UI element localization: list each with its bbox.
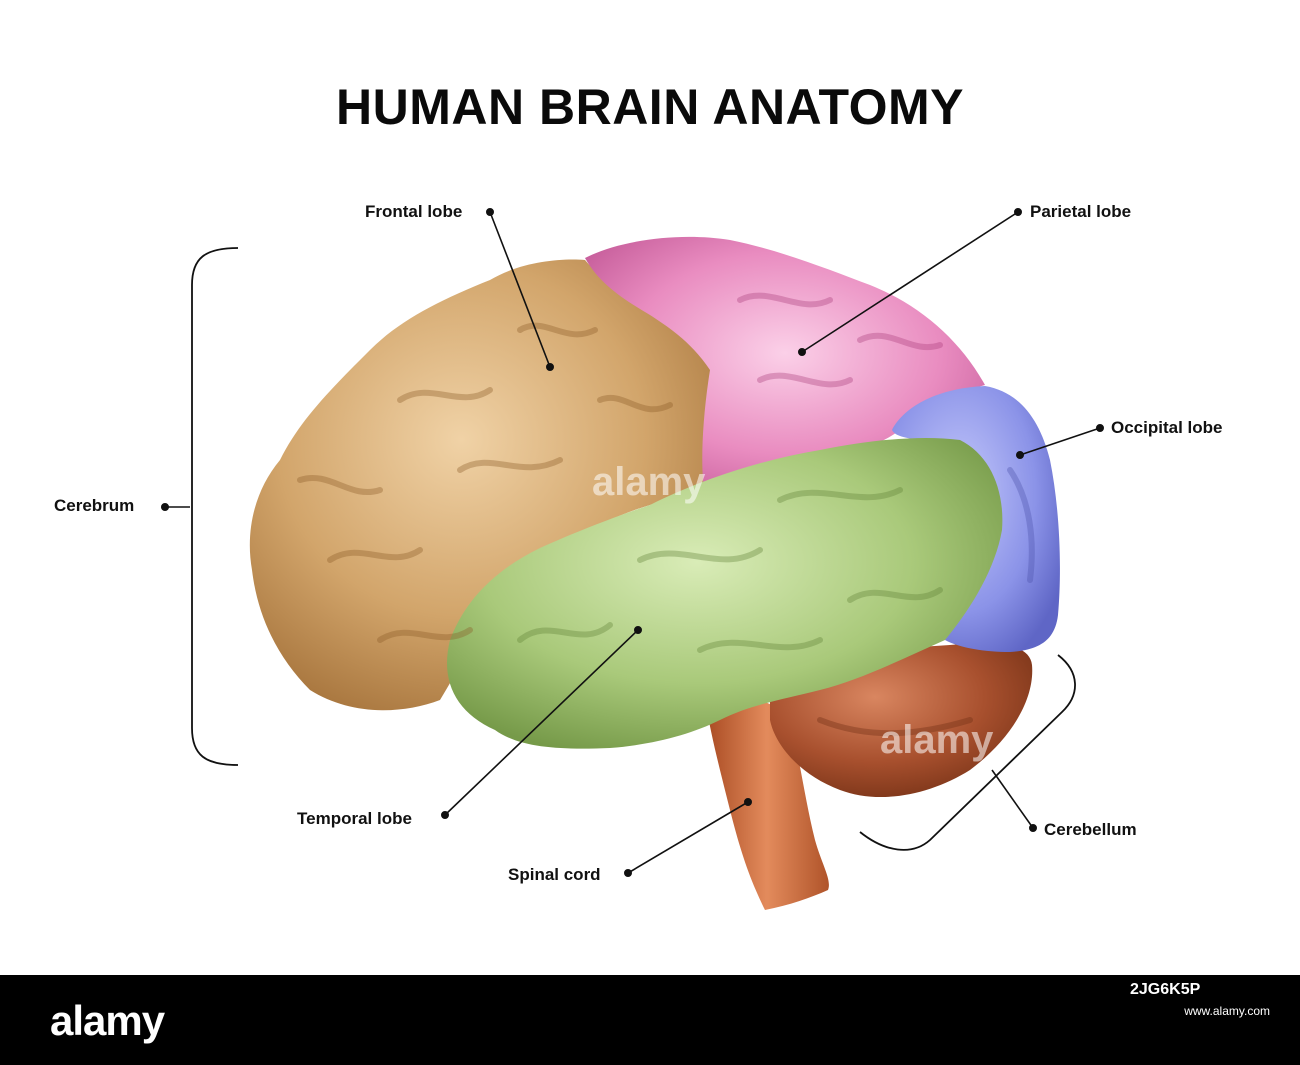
label-occipital-lobe: Occipital lobe bbox=[1111, 418, 1223, 437]
stock-info: www.alamy.com bbox=[1184, 1004, 1270, 1018]
frontal-lobe-shape bbox=[249, 259, 721, 711]
label-temporal-lobe: Temporal lobe bbox=[297, 809, 412, 828]
alamy-logo: alamy bbox=[50, 997, 165, 1044]
stock-image-id: 2JG6K5P bbox=[1130, 981, 1201, 998]
parietal-lobe-shape bbox=[585, 236, 985, 495]
watermark-right: alamy bbox=[880, 718, 994, 762]
stock-footer: alamy 2JG6K5P www.alamy.com bbox=[0, 975, 1300, 1065]
leader-lines bbox=[161, 208, 1105, 877]
cerebellum-bracket bbox=[859, 654, 1076, 851]
watermark-center: alamy bbox=[592, 460, 706, 504]
page-title: HUMAN BRAIN ANATOMY bbox=[336, 79, 964, 135]
label-cerebellum: Cerebellum bbox=[1044, 820, 1137, 839]
cerebrum-bracket bbox=[191, 247, 239, 766]
brain-diagram bbox=[161, 208, 1105, 910]
temporal-lobe-shape bbox=[447, 438, 1003, 749]
label-cerebrum: Cerebrum bbox=[54, 496, 135, 515]
label-parietal-lobe: Parietal lobe bbox=[1030, 202, 1132, 221]
label-spinal-cord: Spinal cord bbox=[508, 865, 601, 884]
gyri-texture bbox=[297, 292, 1035, 737]
spinal-cord-shape bbox=[705, 696, 829, 910]
label-frontal-lobe: Frontal lobe bbox=[365, 202, 463, 221]
